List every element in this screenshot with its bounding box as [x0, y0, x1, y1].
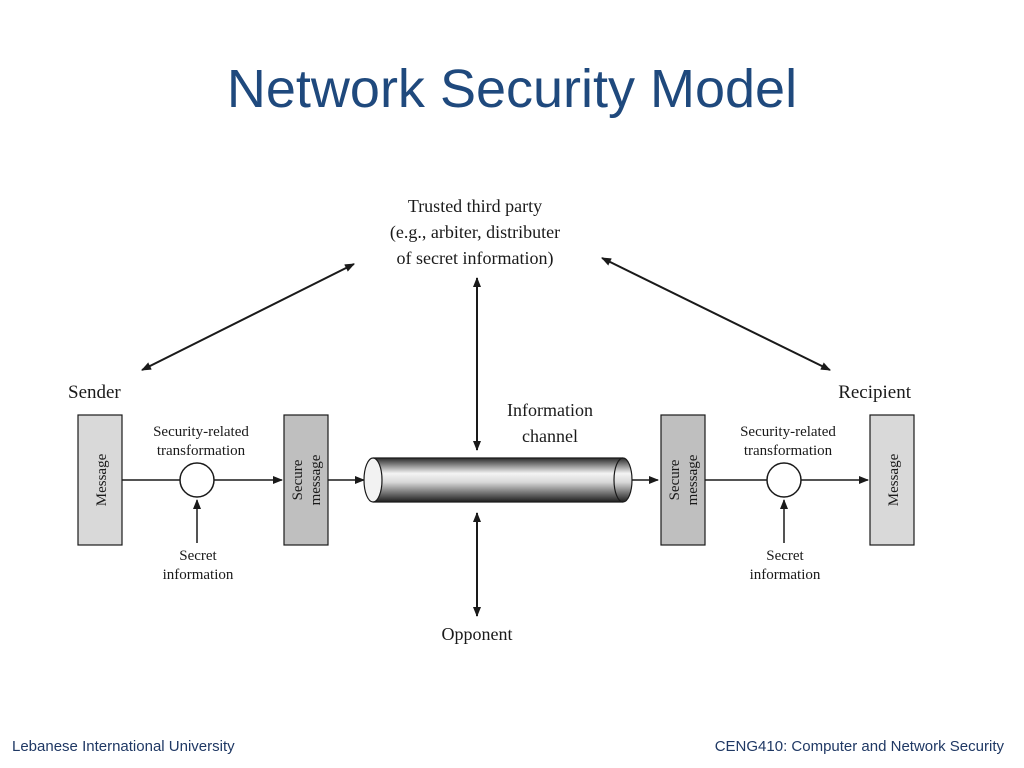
trusted-party-line2: (e.g., arbiter, distributer	[390, 222, 560, 243]
recipient-transform-line1: Security-related	[740, 424, 836, 440]
sender-transform-circle	[179, 462, 215, 498]
recipient-secret-line2: information	[750, 567, 821, 583]
sender-secret-line1: Secret	[179, 548, 217, 564]
sender-message-box	[77, 414, 123, 546]
sender-transform-line1: Security-related	[153, 424, 249, 440]
sender-secure-box	[283, 414, 329, 546]
recipient-message-label: Message	[886, 453, 902, 506]
recipient-secure-line1: Secure	[667, 459, 683, 500]
sender-message-label: Message	[94, 453, 110, 506]
trusted-party-line1: Trusted third party	[408, 196, 542, 216]
sender-trust-arrow	[141, 263, 355, 371]
channel-label-line1: Information	[507, 400, 593, 420]
opponent-label: Opponent	[442, 624, 513, 644]
sender-secure-line1: Secure	[290, 459, 306, 500]
sender-secure-line2: message	[308, 454, 324, 505]
recipient-transform-line2: transformation	[744, 443, 833, 459]
sender-transform-line2: transformation	[157, 443, 246, 459]
footer-course: CENG410: Computer and Network Security	[714, 738, 1004, 755]
recipient-secure-box	[660, 414, 706, 546]
trusted-party-line3: of secret information)	[397, 248, 554, 269]
channel-label-line2: channel	[522, 426, 578, 446]
sender-label: Sender	[68, 382, 121, 403]
recipient-message-box	[869, 414, 915, 546]
sender-secret-line2: information	[163, 567, 234, 583]
recipient-trust-arrow	[601, 257, 831, 371]
slide-title: Network Security Model	[226, 59, 798, 119]
recipient-label: Recipient	[838, 382, 912, 403]
recipient-secure-line2: message	[685, 454, 701, 505]
footer-university: Lebanese International University	[12, 738, 235, 755]
recipient-secret-line1: Secret	[766, 548, 804, 564]
network-security-diagram: Trusted third party (e.g., arbiter, dist…	[64, 188, 928, 658]
information-channel-pipe	[363, 457, 633, 503]
recipient-transform-circle	[766, 462, 802, 498]
